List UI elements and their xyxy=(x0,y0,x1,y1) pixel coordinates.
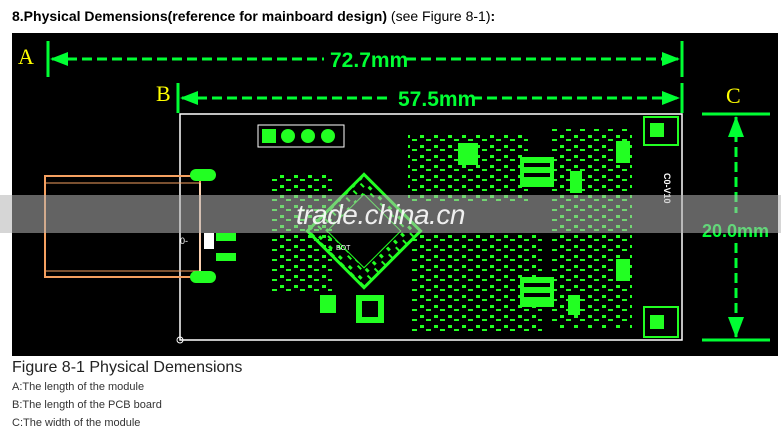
section-title: 8.Physical Demensions(reference for main… xyxy=(12,8,388,24)
dimension-c-line xyxy=(702,112,770,342)
pcb-components xyxy=(216,116,679,338)
port-mark: 0- xyxy=(180,236,188,246)
section-heading: 8.Physical Demensions(reference for main… xyxy=(12,8,495,24)
dimension-label-a: A xyxy=(18,44,34,69)
note-a: A:The length of the module xyxy=(12,381,145,393)
dimension-a-value: 72.7mm xyxy=(330,49,408,72)
note-b: B:The length of the PCB board xyxy=(12,399,162,411)
chip-mark: BOT xyxy=(336,245,351,252)
figure-caption: Figure 8-1 Physical Demensions xyxy=(12,359,243,376)
origin-marker xyxy=(176,336,184,344)
led-header xyxy=(257,124,345,148)
watermark-band xyxy=(0,195,781,233)
dimension-b-value: 57.5mm xyxy=(398,88,476,111)
dimension-a-line xyxy=(46,41,684,77)
heading-colon: : xyxy=(490,8,496,24)
watermark-text: trade.china.cn xyxy=(296,199,465,230)
dimension-label-c: C xyxy=(726,83,741,108)
dimension-label-b: B xyxy=(156,81,171,106)
dimension-b-line xyxy=(176,83,684,113)
note-c: C:The width of the module xyxy=(12,417,141,429)
side-mark: C0-V10 xyxy=(662,173,672,204)
figure-reference: (see Figure 8-1) xyxy=(390,8,491,24)
